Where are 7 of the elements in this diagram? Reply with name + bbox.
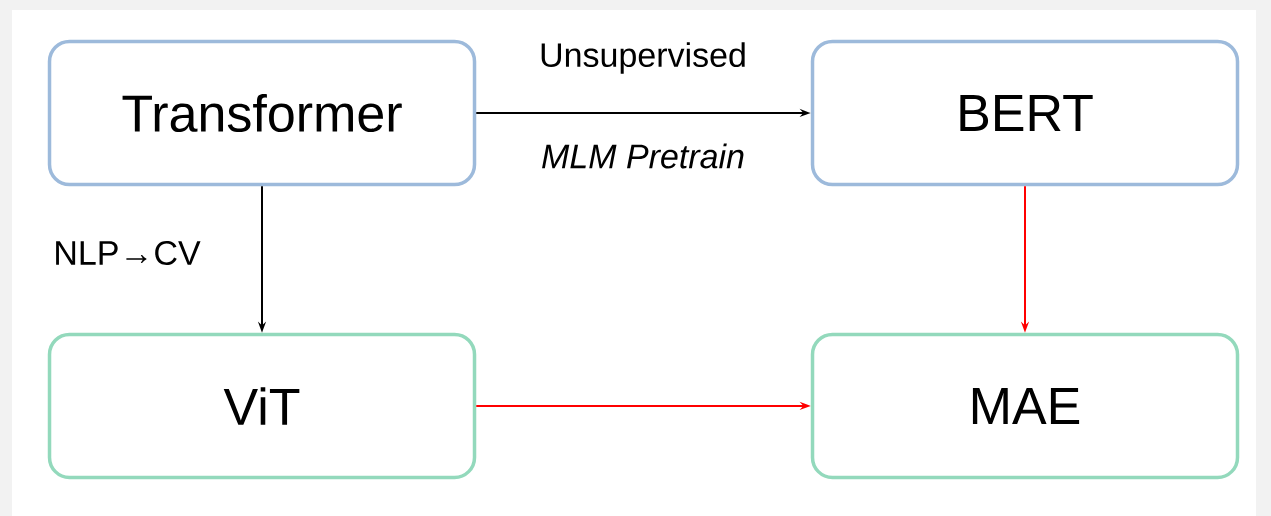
edge-label: Unsupervised (541, 42, 745, 74)
process-box: MAE (810, 332, 1240, 480)
process-box: BERT (810, 39, 1240, 187)
process-box: ViT (47, 332, 477, 480)
process-box: Transformer (47, 39, 477, 187)
edge-label: NLP→CV (56, 240, 201, 266)
caption-text: MLM Pretrain (542, 143, 744, 169)
